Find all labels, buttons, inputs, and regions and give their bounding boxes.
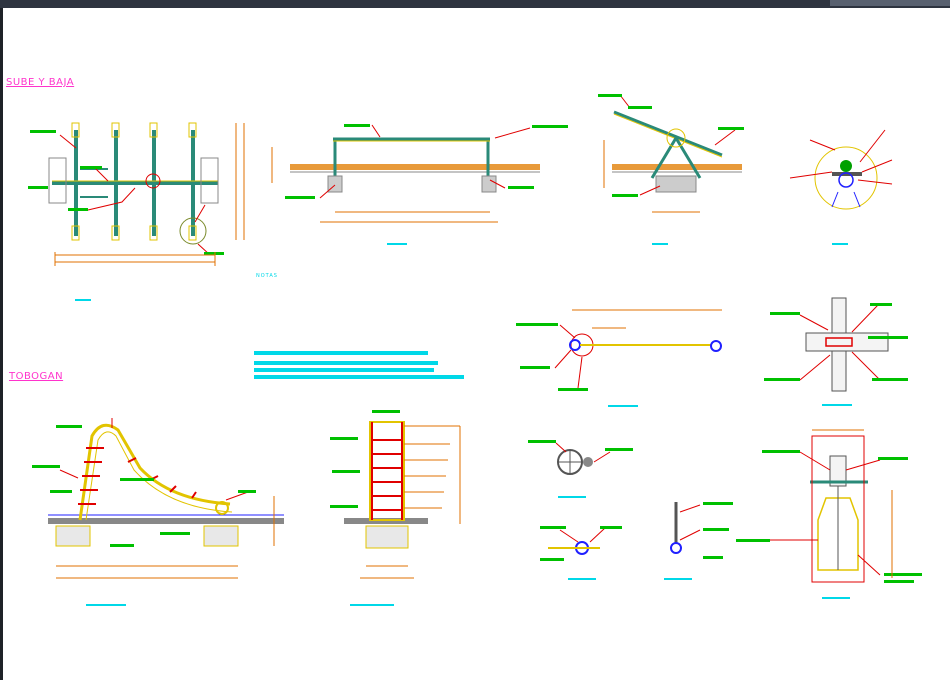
detalle-f-view xyxy=(664,502,733,580)
frontal-leaders xyxy=(319,124,531,199)
frontal-dimensions xyxy=(271,147,498,223)
frontal-callouts xyxy=(285,124,568,199)
detalle-g-view xyxy=(736,429,922,599)
frontal-footing-right xyxy=(481,175,497,193)
plan-dimensions xyxy=(54,123,245,266)
lateral-view xyxy=(598,94,744,245)
plan-detail-circle xyxy=(145,173,161,189)
lateral-a-frame xyxy=(650,135,702,179)
viewport-left-edge xyxy=(0,8,3,680)
section-title-sube-y-baja: SUBE Y BAJA xyxy=(6,77,75,88)
detalle-c-view xyxy=(764,297,908,406)
plan-detail-circle-2 xyxy=(179,217,207,245)
plan-seat-left xyxy=(48,157,67,204)
plan-yellow-highlights xyxy=(52,122,218,241)
notes-block xyxy=(254,351,464,379)
tobogan-lateral-view xyxy=(32,418,284,606)
frontal-ground xyxy=(290,164,540,170)
plan-leaders xyxy=(59,134,211,256)
frontal-caption xyxy=(387,243,407,245)
detalle-d-view xyxy=(528,440,633,498)
tobogan-frontal-view xyxy=(330,410,461,606)
notes-label: NOTAS xyxy=(256,273,278,279)
window-top-bar-strip xyxy=(830,0,950,6)
window-top-bar xyxy=(0,0,950,8)
plan-structure xyxy=(52,130,218,236)
detalle-e-view xyxy=(540,526,622,580)
plan-seat-right xyxy=(200,157,219,204)
plan-caption xyxy=(75,299,91,301)
section-title-tobogan: TOBOGAN xyxy=(9,371,64,382)
frontal-view xyxy=(271,124,568,245)
detalle-a-view xyxy=(789,129,893,245)
plan-view xyxy=(28,122,245,301)
plan-callouts xyxy=(28,130,224,255)
detalle-b-view xyxy=(516,309,722,407)
